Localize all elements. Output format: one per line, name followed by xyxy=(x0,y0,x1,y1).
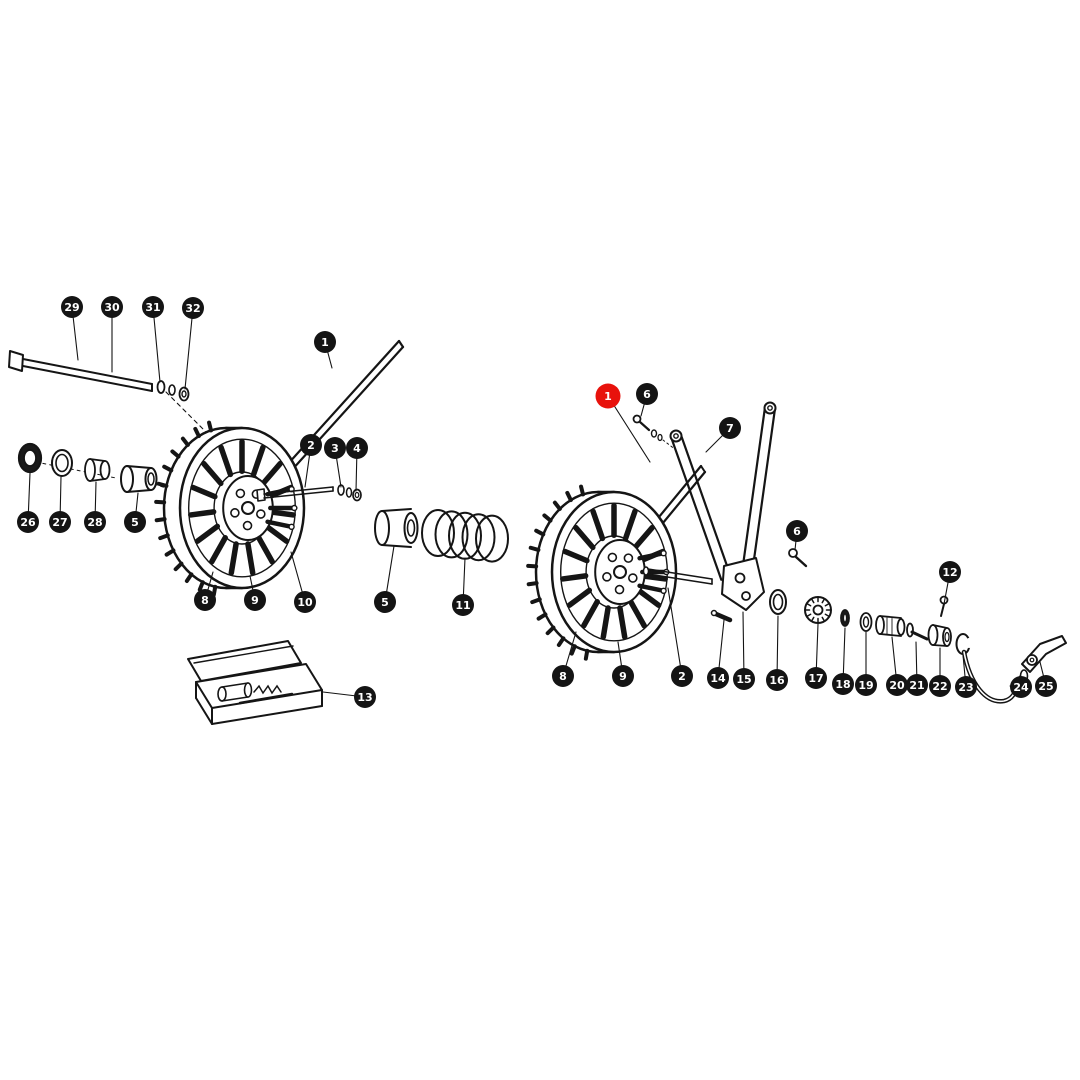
callout-9: 9 xyxy=(612,641,634,687)
callout-14: 14 xyxy=(707,619,729,689)
callout-number: 18 xyxy=(835,678,850,691)
callout-number: 4 xyxy=(353,442,361,455)
callout-number: 25 xyxy=(1038,680,1053,693)
callout-16: 16 xyxy=(766,615,788,691)
callout-number: 22 xyxy=(932,680,947,693)
callout-20: 20 xyxy=(886,636,908,696)
left-assembly xyxy=(8,339,509,725)
callout-17: 17 xyxy=(805,623,827,689)
callout-number: 7 xyxy=(726,422,734,435)
callout-number: 24 xyxy=(1013,681,1029,694)
callout-15: 15 xyxy=(733,611,755,690)
callout-number: 2 xyxy=(678,670,686,683)
callout-number: 12 xyxy=(942,566,957,579)
callout-7: 7 xyxy=(705,417,741,453)
callout-number: 2 xyxy=(307,439,315,452)
callout-number: 14 xyxy=(710,672,726,685)
callout-number: 19 xyxy=(858,679,873,692)
callout-number: 30 xyxy=(104,301,120,314)
callout-31: 31 xyxy=(142,296,164,383)
callout-number: 1 xyxy=(604,390,612,403)
callout-5: 5 xyxy=(124,492,146,533)
callout-number: 8 xyxy=(201,594,209,607)
callout-number: 11 xyxy=(455,599,470,612)
callout-22: 22 xyxy=(929,647,951,697)
callout-number: 13 xyxy=(357,691,372,704)
callout-27: 27 xyxy=(49,476,71,533)
callout-5: 5 xyxy=(374,545,396,613)
callout-12: 12 xyxy=(939,561,961,605)
callout-2: 2 xyxy=(300,434,322,488)
callout-number: 1 xyxy=(321,336,329,349)
callout-number: 5 xyxy=(131,516,139,529)
callout-number: 3 xyxy=(331,442,339,455)
callout-number: 20 xyxy=(889,679,905,692)
callout-10: 10 xyxy=(290,551,316,613)
callout-number: 5 xyxy=(381,596,389,609)
callout-3: 3 xyxy=(324,437,346,488)
callout-number: 29 xyxy=(64,301,79,314)
callout-30: 30 xyxy=(101,296,123,373)
callout-32: 32 xyxy=(182,297,204,390)
callout-number: 8 xyxy=(559,670,567,683)
callout-24: 24 xyxy=(1009,676,1032,698)
right-assembly xyxy=(526,401,1067,704)
callout-number: 9 xyxy=(619,670,627,683)
callout-25: 25 xyxy=(1035,661,1057,697)
callout-19: 19 xyxy=(855,631,877,696)
callout-number: 9 xyxy=(251,594,259,607)
callout-number: 32 xyxy=(185,302,200,315)
callout-number: 31 xyxy=(145,301,160,314)
callout-number: 10 xyxy=(297,596,313,609)
callout-number: 23 xyxy=(958,681,973,694)
callout-number: 17 xyxy=(808,672,823,685)
callout-29: 29 xyxy=(61,296,83,361)
clutch-drum xyxy=(526,484,678,661)
callout-number: 15 xyxy=(736,673,751,686)
callout-number: 26 xyxy=(20,516,36,529)
callout-23: 23 xyxy=(955,654,977,698)
callout-8: 8 xyxy=(194,571,216,611)
callout-21: 21 xyxy=(906,641,928,696)
callout-28: 28 xyxy=(84,481,106,533)
callout-number: 16 xyxy=(769,674,785,687)
callout-2: 2 xyxy=(667,587,693,687)
callout-8: 8 xyxy=(552,631,577,687)
callout-4: 4 xyxy=(346,437,368,492)
callout-6: 6 xyxy=(636,383,658,417)
callout-26: 26 xyxy=(17,472,39,533)
callout-11: 11 xyxy=(452,557,474,616)
callout-number: 27 xyxy=(52,516,67,529)
callout-1-highlighted: 1 xyxy=(595,383,651,463)
callout-number: 21 xyxy=(909,679,924,692)
callout-number: 6 xyxy=(793,525,801,538)
callout-number: 28 xyxy=(87,516,102,529)
callout-number: 6 xyxy=(643,388,651,401)
callout-1: 1 xyxy=(314,331,336,369)
callout-18: 18 xyxy=(832,627,854,695)
clutch-drum xyxy=(154,420,306,597)
callout-6: 6 xyxy=(786,520,808,551)
callout-9: 9 xyxy=(244,575,266,611)
callout-13: 13 xyxy=(322,686,376,708)
